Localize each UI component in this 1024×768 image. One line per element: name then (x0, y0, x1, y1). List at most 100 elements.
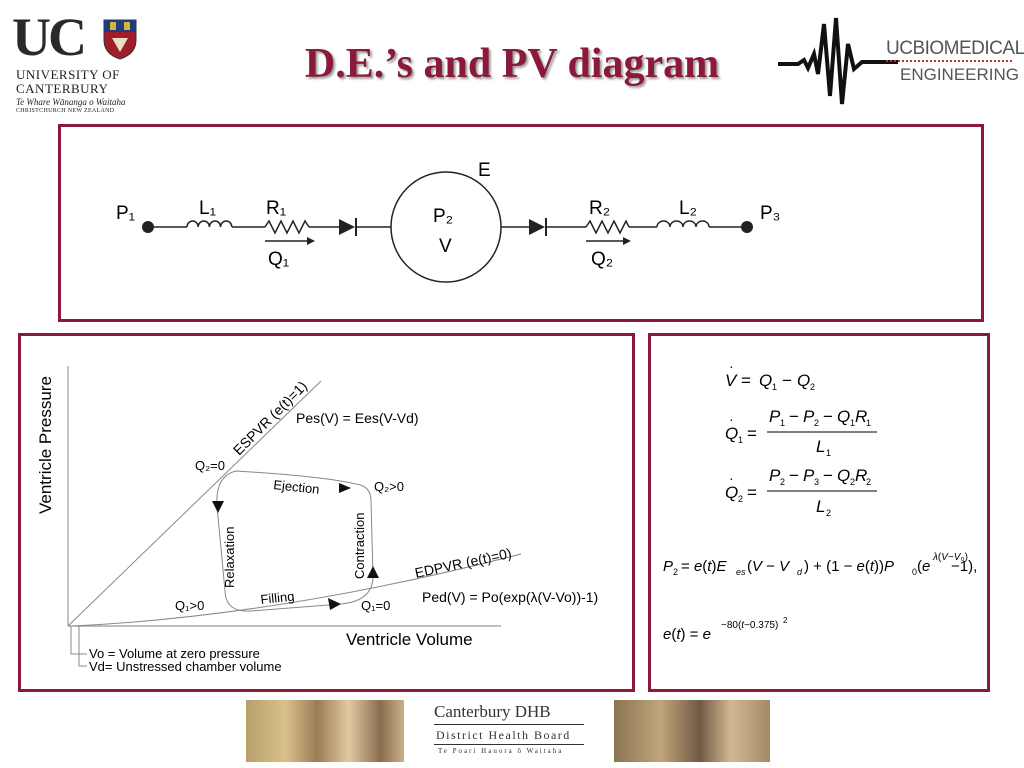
uc-crest-icon (103, 19, 137, 60)
filling-arrow-icon (328, 598, 341, 610)
svg-text:2: 2 (826, 508, 831, 518)
svg-text:e(t) = e: e(t) = e (663, 626, 711, 643)
label-l2: L₂ (679, 198, 697, 219)
label-q2: Q₂ (591, 249, 613, 270)
svg-text:L: L (816, 437, 825, 456)
svg-text:V: V (725, 371, 738, 390)
phase-filling: Filling (260, 589, 295, 607)
svg-text:2: 2 (673, 567, 678, 577)
ped-equation: Ped(V) = Po(exp(λ(V-Vo))-1) (422, 589, 598, 605)
y-axis-label: Ventricle Pressure (36, 376, 55, 514)
svg-text:d: d (797, 567, 803, 577)
ventricle-chamber (390, 171, 502, 283)
inductor-l2-icon (656, 220, 710, 228)
dhb-logo-line3: Te Poari Hauora ō Waitaha (438, 747, 564, 755)
svg-text:λ(V−V₀): λ(V−V₀) (932, 552, 968, 563)
ecg-trace-icon (778, 17, 898, 105)
svg-text:−80(t−0.375): −80(t−0.375) (721, 620, 778, 631)
svg-text:2: 2 (783, 616, 788, 625)
dhb-logo-rule-2 (434, 744, 584, 745)
diode-1-icon (339, 219, 355, 235)
equation-e-t: e(t) = e −80(t−0.375) 2 (663, 616, 788, 643)
svg-text:= e(t)E: = e(t)E (681, 558, 727, 575)
biomed-logo: UCBIOMEDICAL ENGINEERING (778, 14, 1024, 110)
svg-text:R: R (855, 466, 867, 485)
dhb-logo-rule (434, 724, 584, 725)
uc-logo-line1: UNIVERSITY OF (16, 67, 120, 82)
svg-text:Q: Q (725, 424, 738, 443)
svg-text:·: · (729, 470, 734, 486)
svg-text:(V − V: (V − V (747, 558, 791, 575)
pv-diagram-panel: Ventricle Pressure Ventricle Volume ESPV… (18, 333, 635, 692)
svg-text:=: = (747, 424, 757, 443)
biomed-logo-dotted-rule (886, 60, 1012, 66)
label-r1: R₁ (266, 198, 286, 219)
svg-text:−1),: −1), (951, 558, 977, 575)
resistor-r2-icon (585, 219, 630, 235)
phase-ejection: Ejection (273, 477, 321, 497)
circuit-diagram: P₁ L₁ R₁ Q₁ P₂ V E R₂ L₂ Q₂ P₃ (116, 160, 780, 283)
svg-text:1: 1 (850, 418, 855, 428)
pes-equation: Pes(V) = Ees(V-Vd) (296, 410, 419, 426)
svg-text:P: P (769, 407, 781, 426)
label-q1: Q₁ (268, 249, 289, 270)
uc-logo-line3: Te Whare Wānanga o Waitaha (16, 97, 126, 107)
svg-text:Q: Q (837, 466, 850, 485)
diode-2-icon (529, 219, 545, 235)
label-q1-gt0: Q₁>0 (175, 598, 204, 613)
svg-text:·: · (729, 358, 734, 374)
svg-text:−: − (782, 371, 792, 390)
page-title: D.E.’s and PV diagram (304, 41, 720, 87)
svg-text:P: P (803, 466, 815, 485)
uc-logo-line2: CANTERBURY (16, 81, 109, 96)
label-l1: L₁ (199, 198, 216, 219)
inductor-l1-icon (186, 220, 233, 228)
svg-text:−: − (823, 466, 833, 485)
footer-photo-left (246, 700, 404, 762)
label-p3: P₃ (760, 203, 780, 224)
svg-text:3: 3 (814, 477, 819, 487)
svg-text:P: P (769, 466, 781, 485)
svg-text:1: 1 (866, 418, 871, 428)
footer-photo-right (614, 700, 770, 762)
espvr-line (67, 380, 322, 627)
svg-text:L: L (816, 497, 825, 516)
svg-text:2: 2 (850, 477, 855, 487)
relaxation-arrow-icon (212, 501, 224, 513)
svg-text:Q: Q (759, 371, 772, 390)
svg-text:1: 1 (738, 435, 743, 445)
label-p2: P₂ (433, 206, 453, 227)
svg-text:2: 2 (810, 382, 815, 392)
svg-text:1: 1 (780, 418, 785, 428)
label-p1: P₁ (116, 203, 135, 224)
biomed-logo-line1: UCBIOMEDICAL (886, 38, 1024, 59)
svg-text:−: − (789, 407, 799, 426)
label-q2-gt0: Q₂>0 (374, 479, 404, 494)
dhb-logo-line2: District Health Board (436, 728, 571, 742)
dhb-logo-line1: Canterbury DHB (434, 702, 551, 721)
contraction-arrow-icon (367, 566, 379, 578)
svg-text:Q: Q (837, 407, 850, 426)
pv-diagram: Ventricle Pressure Ventricle Volume ESPV… (36, 366, 598, 674)
label-q2-eq0: Q₂=0 (195, 458, 225, 473)
label-r2: R₂ (589, 198, 610, 219)
svg-text:(e: (e (917, 558, 930, 575)
p1-node (142, 221, 154, 233)
svg-text:2: 2 (738, 494, 743, 504)
uc-logo-line4: CHRISTCHURCH NEW ZEALAND (16, 108, 115, 114)
svg-text:R: R (855, 407, 867, 426)
svg-text:−: − (789, 466, 799, 485)
flow-q2-arrow-icon (623, 237, 631, 245)
x-axis-label: Ventricle Volume (346, 630, 473, 649)
svg-text:) + (1 − e(t))P: ) + (1 − e(t))P (804, 558, 894, 575)
edpvr-curve (72, 553, 522, 627)
svg-text:=: = (747, 483, 757, 502)
label-v: V (439, 236, 452, 257)
ejection-arrow-icon (339, 483, 351, 493)
label-e: E (478, 160, 491, 181)
phase-relaxation: Relaxation (222, 527, 237, 588)
svg-text:2: 2 (814, 418, 819, 428)
